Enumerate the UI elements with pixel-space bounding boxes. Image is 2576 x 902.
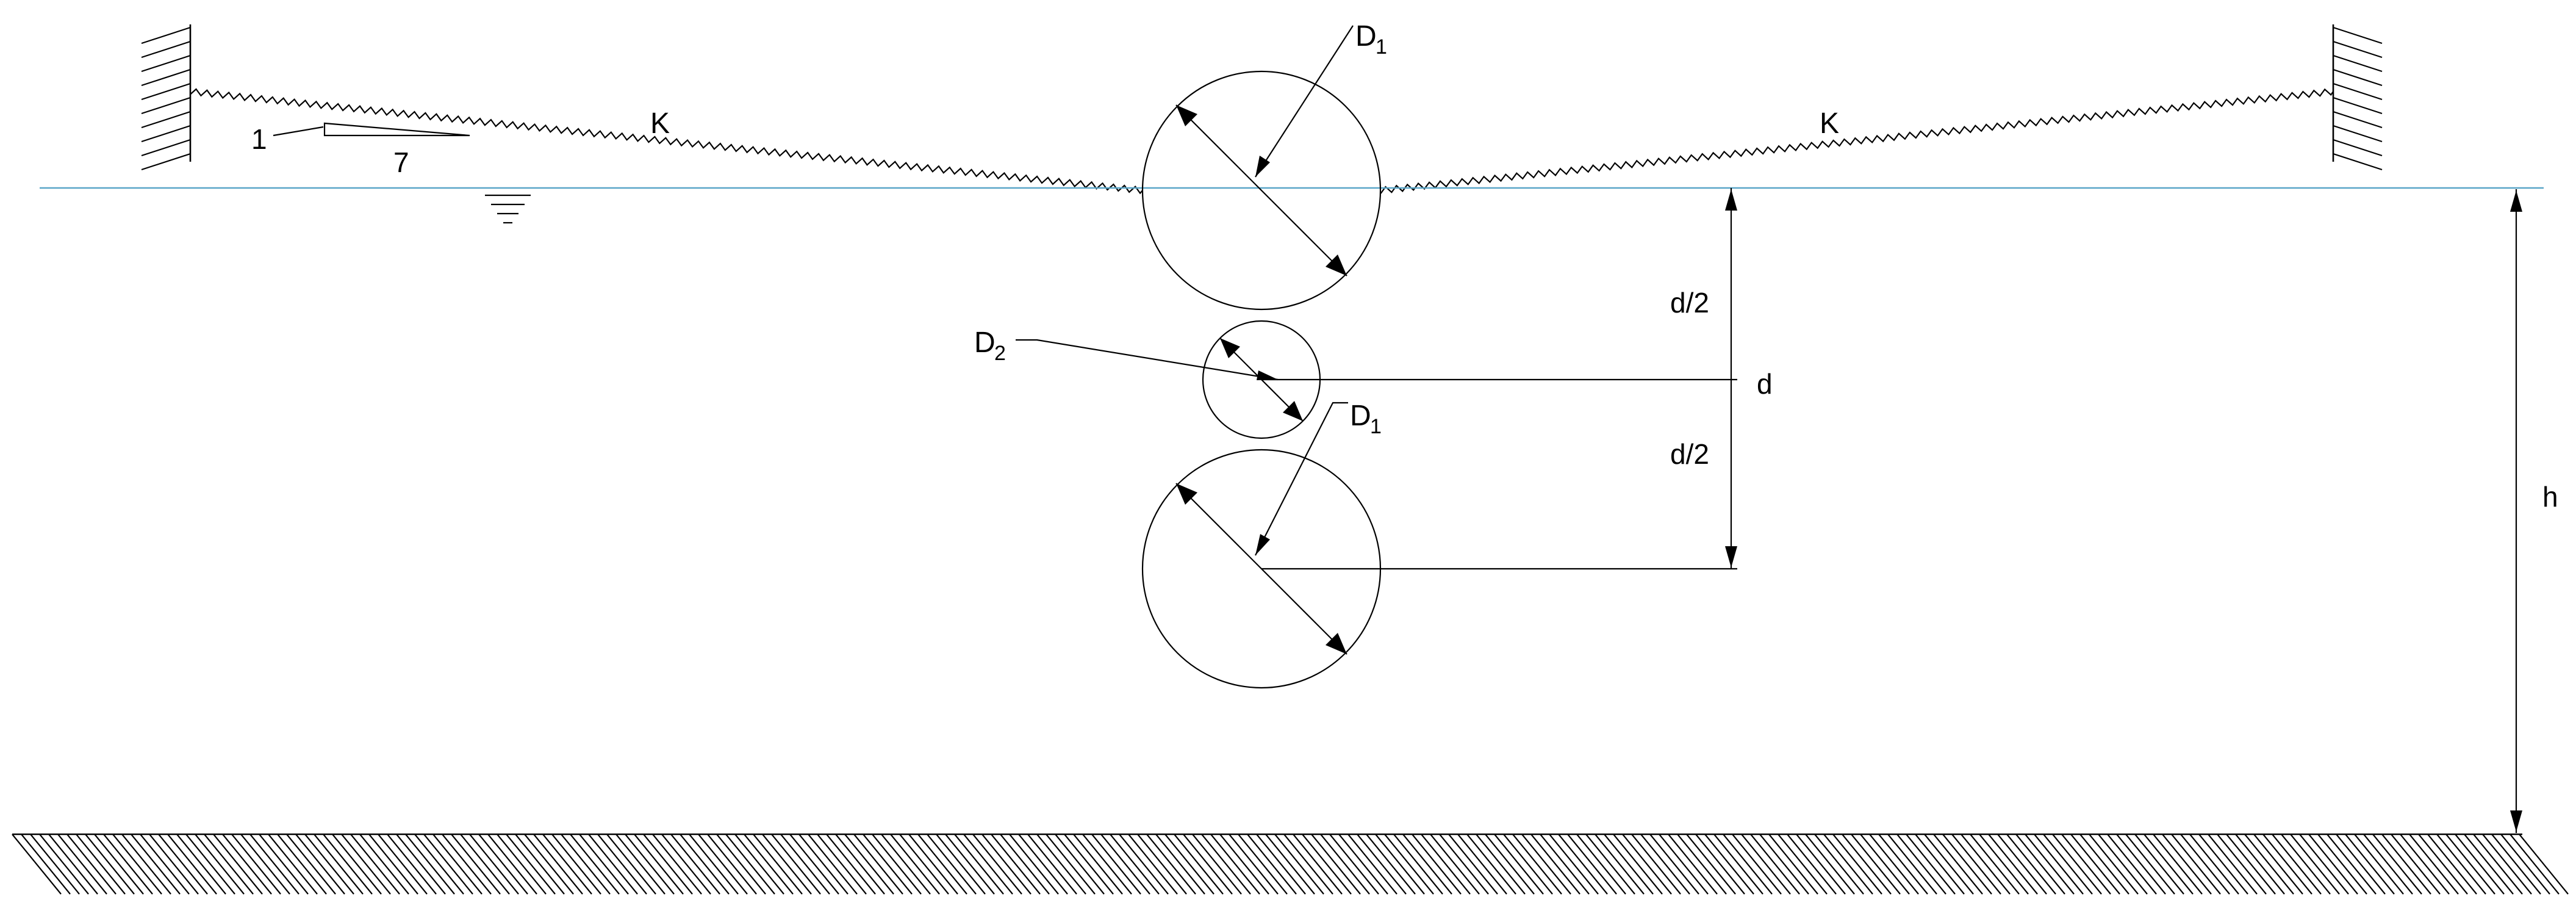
left-wall-hatch [141, 26, 191, 171]
left-wall-anchor [141, 24, 192, 171]
upper-cylinder: D 1 [1141, 20, 1387, 311]
lower-cylinder: D 1 [1141, 400, 1382, 689]
middle-diameter-label: D [974, 327, 996, 359]
spacing-dimension: d/2 d/2 d [1261, 188, 1773, 570]
right-wall-anchor [2332, 24, 2383, 171]
water-level-symbol [485, 194, 531, 224]
slope-ratio-marker: 1 7 [251, 122, 470, 178]
slope-ratio-run: 7 [393, 146, 409, 178]
left-spring-label: K [650, 107, 670, 140]
half-spacing-lower-label: d/2 [1670, 438, 1709, 470]
right-wall-hatch [2333, 26, 2383, 171]
right-spring [1380, 88, 2334, 194]
slope-ratio-rise: 1 [251, 123, 267, 155]
upper-diameter-label: D [1355, 20, 1377, 52]
seabed [12, 833, 2569, 895]
half-spacing-upper-label: d/2 [1670, 287, 1709, 319]
right-spring-label: K [1820, 107, 1839, 140]
depth-dimension: h [2510, 189, 2558, 833]
middle-diameter-subscript: 2 [994, 342, 1006, 365]
lower-diameter-subscript: 1 [1370, 415, 1382, 438]
spacing-label: d [1757, 368, 1773, 400]
lower-diameter-label: D [1350, 400, 1371, 432]
upper-diameter-subscript: 1 [1376, 35, 1387, 59]
depth-label: h [2542, 481, 2558, 513]
left-spring [189, 88, 1143, 195]
seabed-hatch [12, 834, 2569, 895]
